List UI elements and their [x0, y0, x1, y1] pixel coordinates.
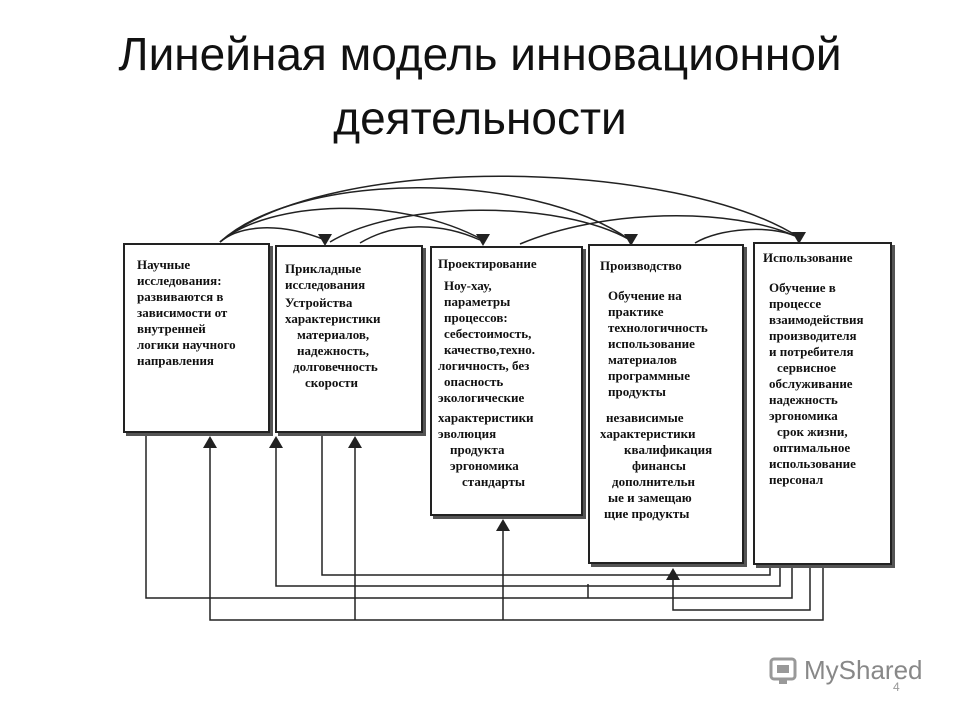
feedback-loop-4	[321, 433, 771, 576]
box2-line: характеристики	[285, 311, 381, 326]
box-production: Производство Обучение на практике технол…	[588, 244, 744, 564]
box3-line: опасность	[444, 374, 504, 389]
box3-line: логичность, без	[438, 358, 530, 373]
box5-line: персонал	[769, 472, 824, 487]
box4-line: материалов	[608, 352, 677, 367]
box-design: Проектирование Ноу-хау, параметры процес…	[430, 246, 583, 516]
box1-line: логики научного	[137, 337, 236, 352]
box-basic-research: Научные исследования: развиваются в зави…	[123, 243, 270, 433]
watermark: MyShared	[768, 655, 923, 686]
box2-line: исследования	[285, 277, 366, 292]
title-line-2: деятельности	[333, 92, 627, 144]
arc-1-to-3	[219, 207, 484, 243]
box3-line: эволюция	[438, 426, 497, 441]
box4-line: Обучение на	[608, 288, 682, 303]
box5-line: оптимальное	[773, 440, 851, 455]
box3-line: характеристики	[438, 410, 534, 425]
box5-line: Обучение в	[769, 280, 836, 295]
box2-line: материалов,	[297, 327, 370, 342]
box5-line: обслуживание	[769, 376, 853, 391]
box5-line: Использование	[763, 250, 853, 265]
box4-line: независимые	[606, 410, 684, 425]
box3-line: стандарты	[462, 474, 525, 489]
arrowhead-box2-top	[318, 234, 332, 246]
arc-1-to-5	[219, 175, 801, 243]
box4-line: Производство	[600, 258, 682, 273]
arrowhead-box4-bottom	[666, 568, 680, 580]
arrowhead-box3-top	[476, 234, 490, 246]
box5-line: и потребителя	[769, 344, 854, 359]
arrowhead-box1-bottom	[203, 436, 217, 448]
feedback-loop-7	[672, 565, 811, 611]
arc-2-to-3	[359, 226, 481, 244]
box3-line: Ноу-хау,	[444, 278, 492, 293]
arc-4-to-5	[694, 228, 796, 244]
box1-line: Научные	[137, 257, 191, 272]
box3-line: процессов:	[444, 310, 508, 325]
page-number: 4	[893, 680, 900, 694]
box3-line: экологические	[438, 390, 525, 405]
box2-line: долговечность	[293, 359, 378, 374]
box2-line: Прикладные	[285, 261, 362, 276]
arrowhead-box3-bottom	[496, 519, 510, 531]
arrowhead-box4-top	[624, 234, 638, 246]
box5-line: использование	[769, 456, 856, 471]
box5-line: процессе	[769, 296, 822, 311]
box5-line: взаимодействия	[769, 312, 864, 327]
box2-line: надежность,	[297, 343, 370, 358]
box4-line: квалификация	[624, 442, 713, 457]
box3-line: себестоимость,	[444, 326, 532, 341]
feedback-loop-1	[145, 433, 793, 599]
box2-line: Устройства	[285, 295, 353, 310]
box3-line: продукта	[450, 442, 505, 457]
box1-line: исследования:	[137, 273, 222, 288]
box5-line: срок жизни,	[777, 424, 848, 439]
box4-line: характеристики	[600, 426, 696, 441]
arc-3-to-5	[519, 214, 801, 245]
box4-line: ые и замещаю	[608, 490, 692, 505]
box4-line: технологичность	[608, 320, 708, 335]
box5-line: сервисное	[777, 360, 836, 375]
feedback-loop-3	[275, 440, 781, 587]
watermark-text: MyShared	[804, 655, 923, 685]
box2-line: скорости	[305, 375, 358, 390]
feedback-loop-2	[209, 440, 824, 621]
box4-line: продукты	[608, 384, 666, 399]
box4-line: дополнительн	[612, 474, 695, 489]
box3-line: эргономика	[450, 458, 519, 473]
slide-title: Линейная модель инновационной деятельнос…	[30, 22, 930, 150]
title-line-1: Линейная модель инновационной	[118, 28, 842, 80]
box3-line: качество,техно.	[444, 342, 536, 357]
box1-line: развиваются в	[137, 289, 224, 304]
box5-line: эргономика	[769, 408, 838, 423]
arc-2-to-4	[329, 209, 631, 243]
box3-line: Проектирование	[438, 256, 537, 271]
box4-line: программные	[608, 368, 690, 383]
box-usage: Использование Обучение в процессе взаимо…	[753, 242, 892, 565]
box-applied-research: Прикладные исследования Устройства харак…	[275, 245, 423, 433]
myshared-logo-icon	[768, 656, 798, 686]
box4-line: практике	[608, 304, 664, 319]
box4-line: использование	[608, 336, 695, 351]
box4-line: финансы	[632, 458, 686, 473]
box3-line: параметры	[444, 294, 511, 309]
box5-line: производителя	[769, 328, 857, 343]
box4-line: щие продукты	[604, 506, 690, 521]
box5-line: надежность	[769, 392, 838, 407]
box1-line: зависимости от	[137, 305, 228, 320]
box1-line: внутренней	[137, 321, 206, 336]
arrowhead-box2-bottom-left	[269, 436, 283, 448]
box1-line: направления	[137, 353, 214, 368]
arrowhead-box2-bottom-right	[348, 436, 362, 448]
